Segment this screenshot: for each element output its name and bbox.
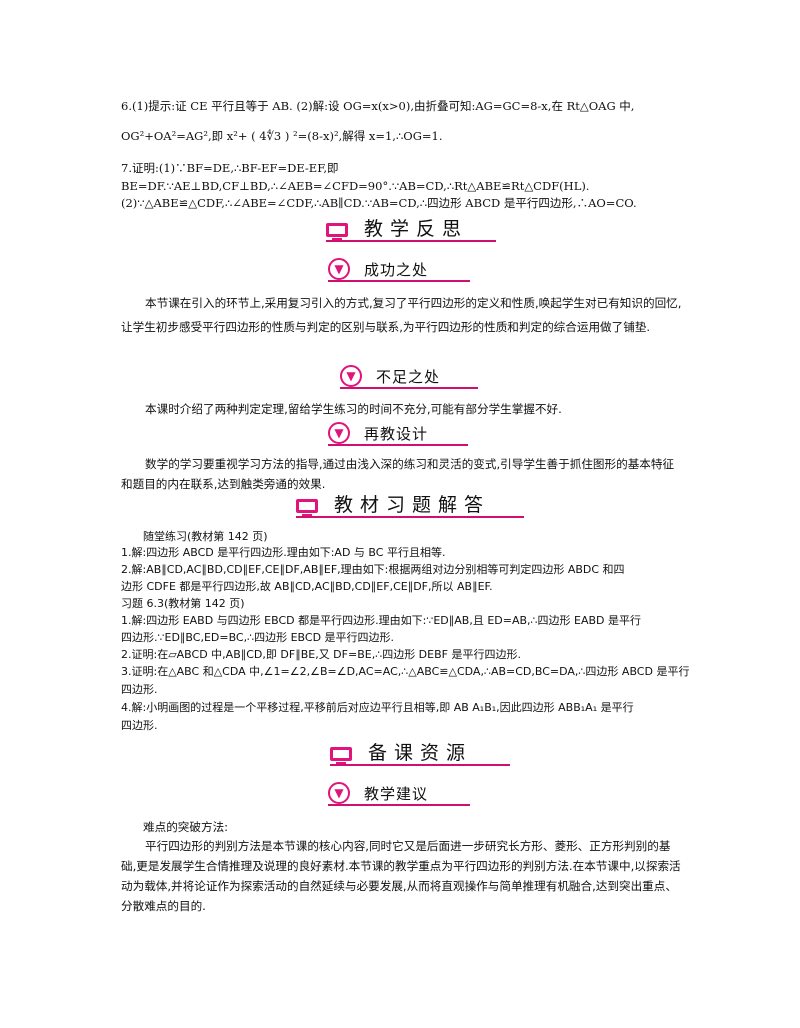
- practice-answer-2-line-2: 边形 CDFE 都是平行四边形,故 AB∥CD,AC∥BD,CD∥EF,CE∥D…: [121, 580, 493, 593]
- exercise-title: 习题 6.3(教材第 142 页): [121, 597, 245, 610]
- heading-rule: [328, 444, 468, 446]
- monitor-icon: [296, 499, 318, 517]
- answer-7-line-2: BE=DF.∵AE⊥BD,CF⊥BD,∴∠AEB=∠CFD=90°.∵AB=CD…: [121, 179, 590, 193]
- heading-answers-text: 教材习题解答: [334, 494, 491, 516]
- redesign-paragraph: 数学的学习要重视学习方法的指导,通过由浅入深的练习和灵活的变式,引导学生善于抓住…: [121, 457, 675, 491]
- heading-rule: [330, 764, 510, 766]
- answer-6-line-2: OG²+OA²=AG²,即 x²+ ( 4∜3 ) ²=(8-x)²,解得 x=…: [121, 129, 443, 143]
- exercise-answer-2: 2.证明:在▱ABCD 中,AB∥CD,即 DF∥BE,又 DF=BE,∴四边形…: [121, 648, 521, 661]
- down-arrow-icon: ▼: [340, 365, 362, 387]
- heading-redesign-text: 再教设计: [364, 425, 429, 443]
- heading-rule: [296, 516, 524, 518]
- down-arrow-icon: ▼: [328, 258, 350, 280]
- heading-shortcoming: ▼ 不足之处: [340, 363, 478, 389]
- heading-suggestion: ▼ 教学建议: [328, 780, 470, 806]
- heading-reflection-text: 教学反思: [364, 218, 469, 240]
- down-arrow-icon: ▼: [328, 422, 350, 444]
- answer-7-line-3: (2)∵△ABE≌△CDF,∴∠ABE=∠CDF,∴AB∥CD.∵AB=CD,∴…: [121, 196, 637, 210]
- practice-title: 随堂练习(教材第 142 页): [143, 530, 268, 543]
- shortcoming-paragraph: 本课时介绍了两种判定定理,留给学生练习的时间不充分,可能有部分学生掌握不好.: [145, 402, 562, 416]
- monitor-icon: [330, 747, 352, 765]
- heading-suggestion-text: 教学建议: [364, 785, 429, 803]
- down-arrow-icon: ▼: [328, 782, 350, 804]
- exercise-answer-1-line-1: 1.解:四边形 EABD 与四边形 EBCD 都是平行四边形.理由如下:∵ED∥…: [121, 614, 642, 627]
- heading-resources-text: 备课资源: [368, 742, 473, 764]
- heading-rule: [326, 240, 496, 242]
- suggestion-paragraph: 平行四边形的判别方法是本节课的核心内容,同时它又是后面进一步研究长方形、菱形、正…: [121, 839, 681, 913]
- exercise-answer-3-line-2: 四边形.: [121, 683, 158, 696]
- exercise-answer-4-line-1: 4.解:小明画图的过程是一个平移过程,平移前后对应边平行且相等,即 AB A₁B…: [121, 701, 634, 714]
- heading-shortcoming-text: 不足之处: [376, 368, 441, 386]
- suggestion-subtitle: 难点的突破方法:: [143, 820, 229, 834]
- heading-success-text: 成功之处: [364, 261, 429, 279]
- heading-rule: [328, 804, 470, 806]
- heading-reflection: 教学反思: [326, 215, 496, 242]
- practice-answer-2-line-1: 2.解:AB∥CD,AC∥BD,CD∥EF,CE∥DF,AB∥EF,理由如下:根…: [121, 563, 625, 576]
- success-paragraph: 本节课在引入的环节上,采用复习引入的方式,复习了平行四边形的定义和性质,唤起学生…: [121, 296, 682, 334]
- heading-rule: [328, 280, 470, 282]
- monitor-icon: [326, 223, 348, 241]
- exercise-answer-1-line-2: 四边形.∵ED∥BC,ED=BC,∴四边形 EBCD 是平行四边形.: [121, 631, 395, 644]
- exercise-answer-3-line-1: 3.证明:在△ABC 和△CDA 中,∠1=∠2,∠B=∠D,AC=AC,∴△A…: [121, 665, 690, 678]
- heading-rule: [340, 387, 478, 389]
- practice-answer-1: 1.解:四边形 ABCD 是平行四边形.理由如下:AD 与 BC 平行且相等.: [121, 546, 446, 559]
- heading-success: ▼ 成功之处: [328, 256, 470, 282]
- heading-answers: 教材习题解答: [296, 489, 524, 518]
- heading-resources: 备课资源: [330, 737, 510, 766]
- answer-7-line-1: 7.证明:(1)∵BF=DE,∴BF-EF=DE-EF,即: [121, 161, 339, 175]
- heading-redesign: ▼ 再教设计: [328, 420, 468, 446]
- answer-6-line-1: 6.(1)提示:证 CE 平行且等于 AB. (2)解:设 OG=x(x>0),…: [121, 99, 635, 113]
- exercise-answer-4-line-2: 四边形.: [121, 719, 158, 732]
